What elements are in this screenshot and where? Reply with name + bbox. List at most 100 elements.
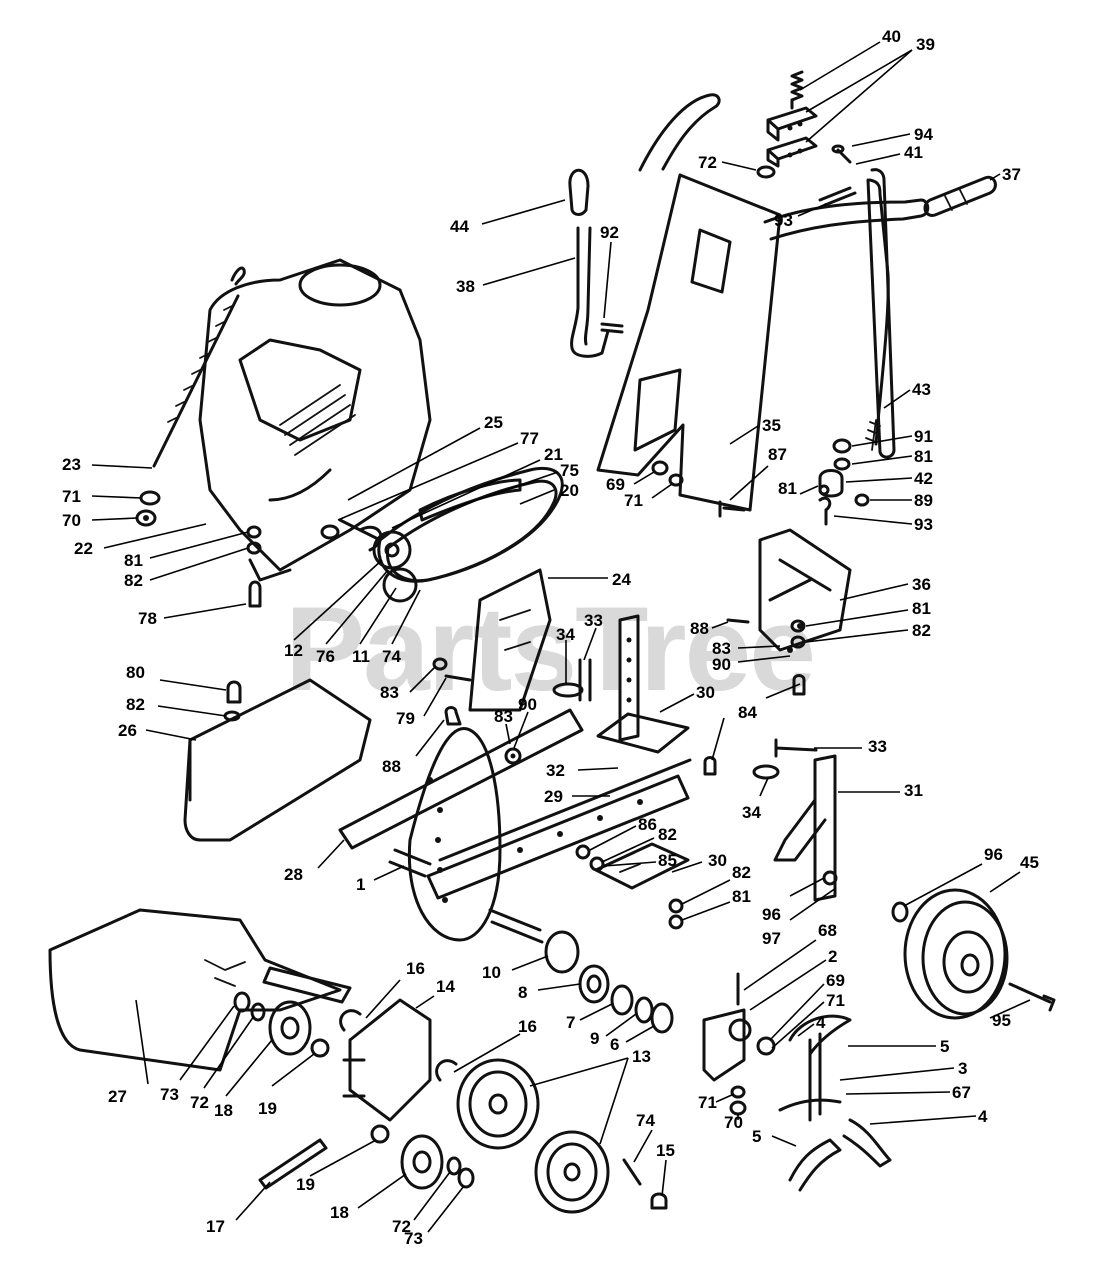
part-drive-belt[interactable] <box>377 466 564 583</box>
part-snap-ring-upper[interactable] <box>339 1009 362 1032</box>
callout-19[interactable]: 19 <box>296 1175 315 1194</box>
part-shift-lever[interactable] <box>570 226 610 358</box>
part-clevis-pin-33-right[interactable] <box>774 738 818 758</box>
callout-7[interactable]: 7 <box>566 1013 575 1032</box>
callout-77[interactable]: 77 <box>520 429 539 448</box>
part-spacer-19-left[interactable] <box>310 1038 330 1058</box>
callout-14[interactable]: 14 <box>436 977 455 996</box>
callout-69[interactable]: 69 <box>606 475 625 494</box>
callout-81[interactable]: 81 <box>732 887 751 906</box>
callout-11[interactable]: 11 <box>352 647 370 666</box>
callout-82[interactable]: 82 <box>912 621 931 640</box>
callout-94[interactable]: 94 <box>914 125 933 144</box>
callout-16[interactable]: 16 <box>518 1017 537 1036</box>
callout-83[interactable]: 83 <box>494 707 513 726</box>
callout-20[interactable]: 20 <box>560 481 579 500</box>
callout-26[interactable]: 26 <box>118 721 137 740</box>
part-washer-72-left[interactable] <box>250 1002 266 1022</box>
callout-82[interactable]: 82 <box>124 571 143 590</box>
part-bushing-lower[interactable] <box>400 1134 444 1190</box>
part-bolt-84[interactable] <box>792 674 806 696</box>
part-cap-6[interactable] <box>650 1002 674 1034</box>
callout-15[interactable]: 15 <box>656 1141 675 1160</box>
part-wheel-bolt[interactable] <box>1008 982 1056 1012</box>
callout-81[interactable]: 81 <box>914 447 933 466</box>
callout-87[interactable]: 87 <box>768 445 787 464</box>
callout-37[interactable]: 37 <box>1002 165 1021 184</box>
callout-81[interactable]: 81 <box>912 599 931 618</box>
callout-1[interactable]: 1 <box>356 875 365 894</box>
callout-30[interactable]: 30 <box>696 683 715 702</box>
callout-70[interactable]: 70 <box>724 1113 743 1132</box>
callout-86[interactable]: 86 <box>638 815 657 834</box>
part-grip[interactable] <box>923 175 997 217</box>
callout-33[interactable]: 33 <box>584 611 603 630</box>
part-cap-15[interactable] <box>650 1192 668 1210</box>
part-drive-hub[interactable] <box>342 998 432 1122</box>
callout-82[interactable]: 82 <box>126 695 145 714</box>
callout-28[interactable]: 28 <box>284 865 303 884</box>
part-key-74[interactable] <box>622 1158 642 1186</box>
callout-34[interactable]: 34 <box>556 625 575 644</box>
part-washer-71[interactable] <box>139 490 161 506</box>
callout-93[interactable]: 93 <box>774 211 793 230</box>
callout-72[interactable]: 72 <box>698 153 717 172</box>
callout-16[interactable]: 16 <box>406 959 425 978</box>
callout-96[interactable]: 96 <box>984 845 1003 864</box>
part-nut-83[interactable] <box>432 657 448 671</box>
callout-92[interactable]: 92 <box>600 223 619 242</box>
callout-30[interactable]: 30 <box>708 851 727 870</box>
part-pulley-small[interactable] <box>534 1130 610 1214</box>
part-nut-70[interactable] <box>135 509 157 527</box>
part-depth-plate[interactable] <box>594 842 690 890</box>
part-bolt-87[interactable] <box>718 500 746 518</box>
part-main-frame[interactable] <box>426 758 692 900</box>
callout-8[interactable]: 8 <box>518 983 527 1002</box>
callout-72[interactable]: 72 <box>392 1217 411 1236</box>
part-washers-69-71[interactable] <box>651 460 684 487</box>
part-engine-pulley[interactable] <box>320 518 382 542</box>
callout-82[interactable]: 82 <box>658 825 677 844</box>
callout-88[interactable]: 88 <box>382 757 401 776</box>
callout-23[interactable]: 23 <box>62 455 81 474</box>
callout-69[interactable]: 69 <box>826 971 845 990</box>
callout-4[interactable]: 4 <box>978 1107 988 1126</box>
callout-3[interactable]: 3 <box>958 1059 967 1078</box>
part-tines[interactable] <box>778 1014 892 1192</box>
part-bolt-80[interactable] <box>226 680 242 704</box>
part-tine-shield-bracket[interactable] <box>338 708 584 850</box>
part-pin-93-top[interactable] <box>818 186 857 207</box>
part-handle-bar[interactable] <box>638 93 930 459</box>
callout-81[interactable]: 81 <box>778 479 797 498</box>
part-bolt-79[interactable] <box>444 674 472 682</box>
callout-42[interactable]: 42 <box>914 469 933 488</box>
callout-39[interactable]: 39 <box>916 35 935 54</box>
part-wheel-support[interactable] <box>773 754 838 902</box>
part-idler-pulley[interactable] <box>372 530 418 603</box>
callout-5[interactable]: 5 <box>940 1037 949 1056</box>
callout-40[interactable]: 40 <box>882 27 901 46</box>
part-pulley-large[interactable] <box>456 1058 540 1150</box>
callout-71[interactable]: 71 <box>62 487 81 506</box>
callout-32[interactable]: 32 <box>546 761 565 780</box>
callout-90[interactable]: 90 <box>712 655 731 674</box>
callout-71[interactable]: 71 <box>698 1093 717 1112</box>
callout-71[interactable]: 71 <box>826 991 845 1010</box>
part-washer-9[interactable] <box>634 996 654 1024</box>
part-hairpin-34-right[interactable] <box>752 764 780 780</box>
part-nut-69-tine[interactable] <box>756 1036 776 1056</box>
callout-88[interactable]: 88 <box>690 619 709 638</box>
part-nut-73-lower[interactable] <box>457 1167 475 1189</box>
part-hardware-70-71[interactable] <box>729 1085 747 1116</box>
callout-38[interactable]: 38 <box>456 277 475 296</box>
part-clamp-block-upper[interactable] <box>766 106 818 142</box>
callout-22[interactable]: 22 <box>74 539 93 558</box>
part-clamp-block-lower[interactable] <box>766 136 818 168</box>
callout-71[interactable]: 71 <box>624 491 643 510</box>
part-tine-hub[interactable] <box>702 972 752 1082</box>
part-bushing-left[interactable] <box>268 1000 312 1056</box>
callout-79[interactable]: 79 <box>396 709 415 728</box>
part-spacer-19-lower[interactable] <box>370 1124 390 1144</box>
callout-68[interactable]: 68 <box>818 921 837 940</box>
callout-2[interactable]: 2 <box>828 947 837 966</box>
